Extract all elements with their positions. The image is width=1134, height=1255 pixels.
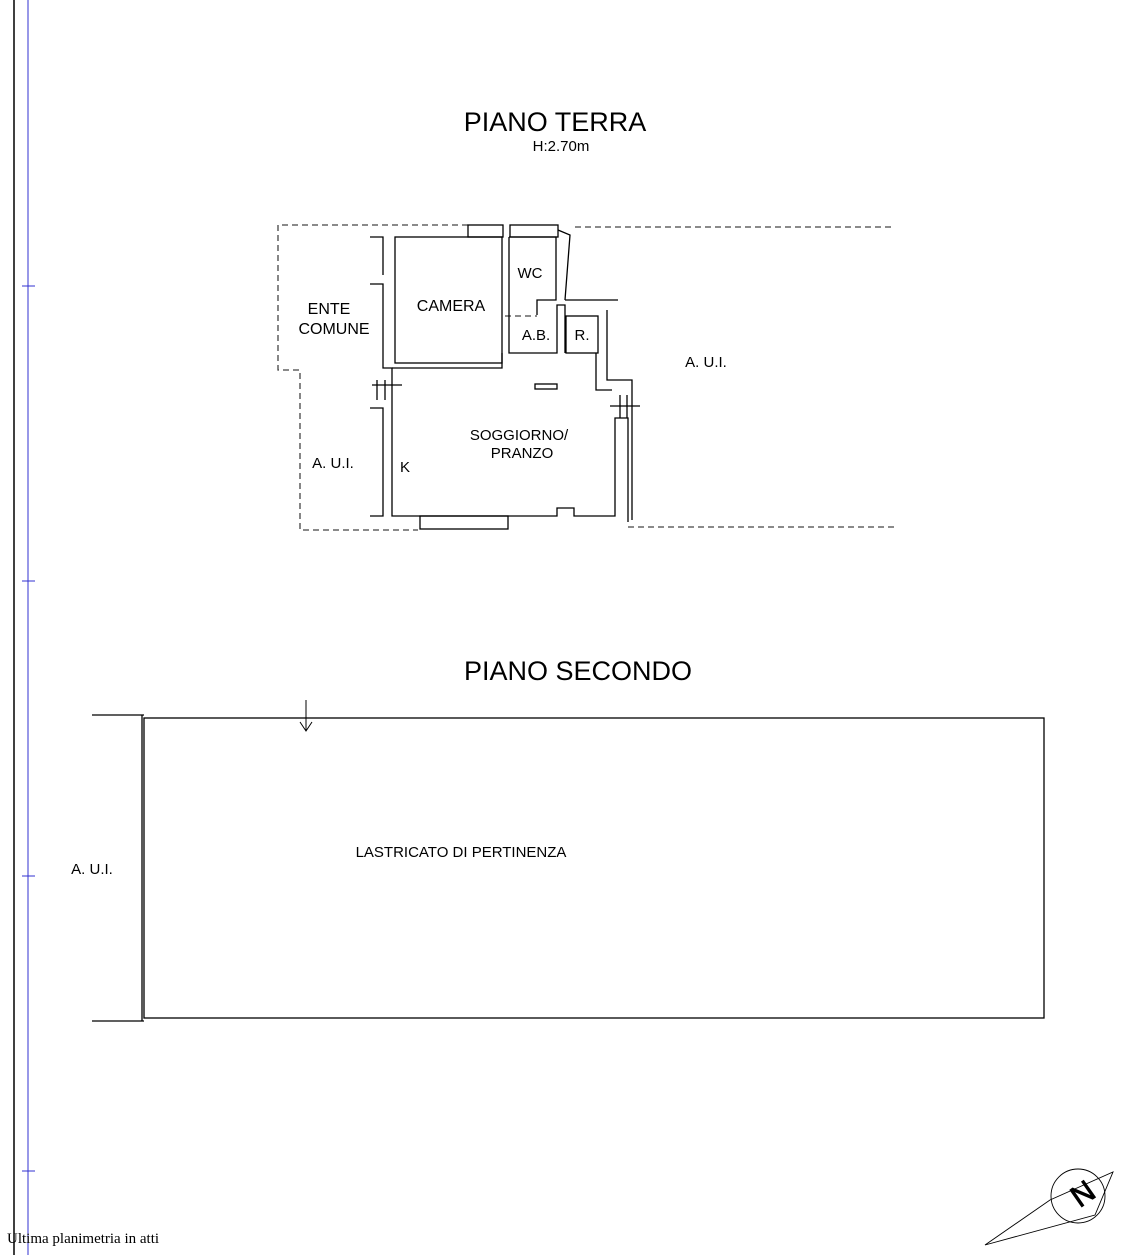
footer-note: Ultima planimetria in atti <box>7 1231 159 1247</box>
lastricato-label: LASTRICATO DI PERTINENZA <box>356 844 567 861</box>
second-floor-plan <box>92 700 1045 1022</box>
aui-right: A. U.I. <box>685 354 727 371</box>
room-kitchen: K <box>400 459 410 476</box>
room-labels: CAMERA WC A.B. R. SOGGIORNO/ PRANZO K EN… <box>298 265 726 476</box>
ente-comune-line2: COMUNE <box>298 321 369 338</box>
room-wc: WC <box>518 265 543 282</box>
ground-floor-plan <box>277 224 896 531</box>
room-ab: A.B. <box>522 327 550 344</box>
room-living-line2: PRANZO <box>491 445 554 462</box>
room-r: R. <box>575 327 590 344</box>
aui-left: A. U.I. <box>312 455 354 472</box>
ente-comune-line1: ENTE <box>308 301 351 318</box>
sheet-border <box>13 0 35 1255</box>
room-living-line1: SOGGIORNO/ <box>470 427 569 444</box>
second-floor-title: PIANO SECONDO <box>464 656 692 686</box>
second-floor-aui: A. U.I. <box>71 861 113 878</box>
room-camera: CAMERA <box>417 298 486 315</box>
ground-floor-title: PIANO TERRA <box>464 107 647 137</box>
north-arrow-icon: N <box>984 1168 1114 1246</box>
ground-floor-height: H:2.70m <box>533 138 590 155</box>
compass-n: N <box>1065 1174 1102 1213</box>
